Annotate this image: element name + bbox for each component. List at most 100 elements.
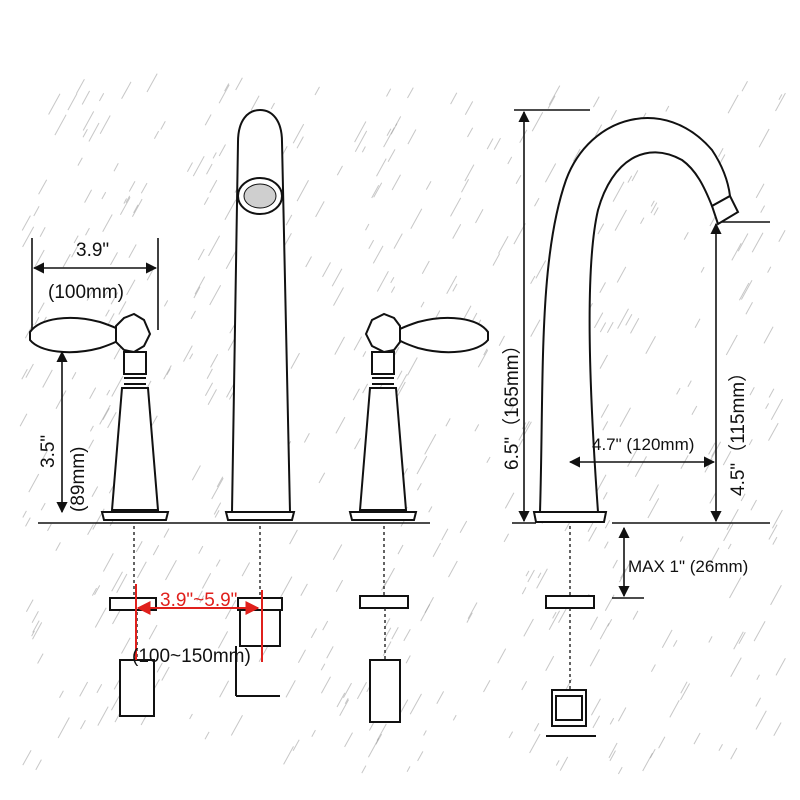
hatch-stroke [310,628,317,639]
hatch-stroke [208,235,221,257]
hatch-stroke [650,202,658,214]
hatch-stroke [417,751,424,762]
hatch-stroke [84,189,93,203]
hatch-stroke [212,152,217,159]
hatch-stroke [630,317,640,334]
hatch-stroke [375,733,383,745]
hatch-stroke [632,610,639,620]
hatch-stroke [193,286,201,299]
hatch-stroke [753,620,766,642]
hatch-stroke [756,674,760,680]
hatch-stroke [217,631,229,649]
hatch-stroke [725,334,738,356]
hatch-stroke [292,739,300,751]
hatch-stroke [768,524,778,540]
hatch-stroke [534,197,540,207]
hatch-stroke [112,609,121,625]
hatch-stroke [131,198,143,217]
hatch-stroke [315,201,325,218]
hatch-stroke [531,111,544,132]
hatch-stroke [559,756,569,771]
hatch-stroke [197,248,205,261]
hatch-stroke [391,627,399,640]
hatch-stroke [390,276,395,284]
hatch-stroke [446,275,458,295]
hatch-stroke [642,752,653,772]
center-spout-drawing [224,108,296,521]
spread-mm-label: (100~150mm) [132,646,251,667]
hatch-stroke [420,604,431,622]
hatch-stroke [121,81,132,100]
hatch-stroke [191,465,201,481]
hatch-stroke [533,723,540,732]
hatch-stroke [755,183,765,199]
hatch-stroke [610,109,617,121]
hatch-stroke [498,335,505,346]
hatch-stroke [354,437,361,450]
hatch-stroke [466,612,473,623]
hatch-stroke [71,241,81,258]
hatch-stroke [235,77,243,91]
hatch-stroke [424,434,437,455]
hatch-stroke [669,700,680,718]
hatch-stroke [102,407,110,421]
hatch-stroke [334,336,345,355]
hatch-stroke [163,300,169,307]
hatch-stroke [42,369,53,388]
hatch-stroke [474,424,480,432]
side-profile-spout-drawing [532,117,740,523]
hatch-stroke [386,88,392,97]
hatch-stroke [140,182,148,194]
hatch-stroke [525,570,530,577]
hatch-stroke [650,664,656,673]
hatch-stroke [778,94,783,101]
hatch-stroke [102,553,114,572]
hatch-stroke [588,527,597,542]
hatch-stroke [165,559,177,581]
hatch-stroke [110,252,118,266]
hatch-stroke [211,477,224,500]
hatch-stroke [371,185,380,199]
hatch-stroke [361,765,367,774]
hatch-stroke [770,398,784,420]
hatch-stroke [409,693,422,715]
hatch-stroke [121,637,131,654]
hatch-stroke [614,209,627,231]
hatch-stroke [763,326,774,344]
hatch-stroke [599,282,606,294]
hatch-stroke [521,681,528,691]
hatch-stroke [693,732,701,745]
hatch-stroke [718,744,723,752]
hatch-stroke [128,244,137,258]
hatch-stroke [82,111,95,131]
hatch-stroke [99,115,111,134]
hatch-stroke [617,308,629,329]
hatch-stroke [213,502,222,515]
hatch-stroke [436,691,445,705]
hatch-stroke [609,750,616,762]
hatch-stroke [604,541,609,549]
hatch-stroke [296,136,304,149]
hatch-stroke [94,607,107,628]
hatch-stroke [34,317,40,325]
hatch-stroke [37,302,45,314]
hatch-stroke [161,666,170,681]
hatch-stroke [435,310,441,319]
hatch-stroke [336,692,346,708]
hatch-stroke [450,197,462,217]
hatch-stroke [768,422,779,441]
hatch-stroke [331,268,343,287]
hatch-stroke [508,403,516,415]
hatch-stroke [461,179,470,193]
hatch-stroke [214,509,220,518]
hatch-stroke [475,209,484,224]
hatch-stroke [634,456,647,478]
hatch-stroke [128,180,136,192]
hatch-stroke [640,217,645,225]
hatch-stroke [31,630,35,637]
hatch-stroke [616,266,627,283]
hatch-stroke [204,731,210,740]
hatch-stroke [79,681,89,697]
hatch-stroke [361,146,366,153]
